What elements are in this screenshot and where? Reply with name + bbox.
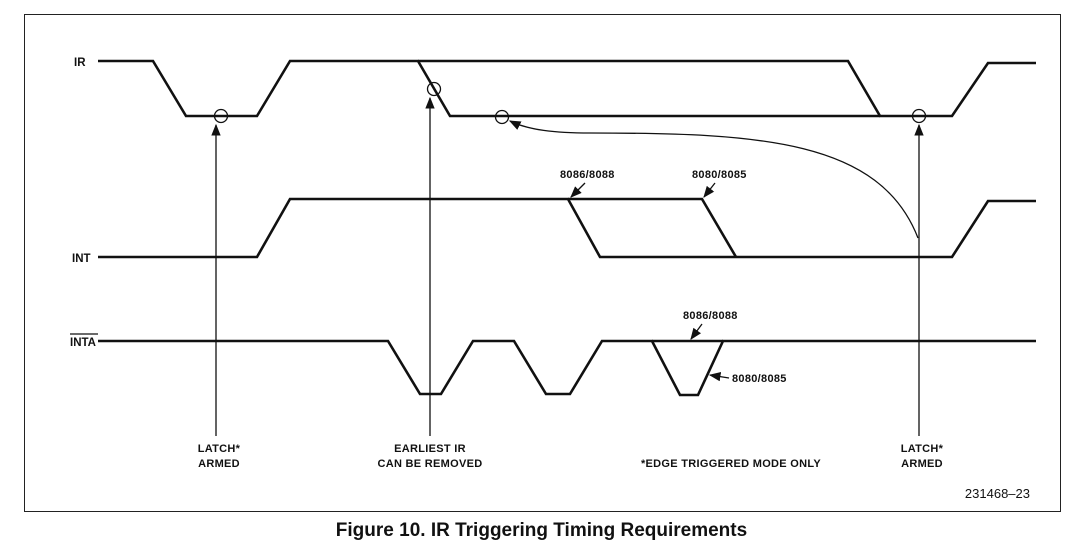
- latch-armed-right-line2: ARMED: [901, 458, 943, 470]
- earliest-ir-line1: EARLIEST IR: [394, 443, 466, 455]
- earliest-ir-line2: CAN BE REMOVED: [377, 458, 482, 470]
- int-8080-label: 8080/8085: [692, 169, 747, 181]
- int-fall-reference-marker: [494, 109, 510, 125]
- int-8080-pointer: [703, 182, 716, 198]
- int-8086-label: 8086/8088: [560, 169, 615, 181]
- int-8086-pointer: [570, 182, 586, 198]
- int-waveform: [98, 197, 1036, 259]
- inta-signal-label: INTA: [70, 337, 96, 349]
- latch-armed-left-line1: LATCH*: [198, 443, 241, 455]
- ir-waveform-late-edge: [418, 59, 1036, 118]
- latch-armed-right-line1: LATCH*: [901, 443, 944, 455]
- ir-signal-label: IR: [74, 57, 86, 69]
- int-to-ir-curved-arrow: [508, 120, 919, 239]
- int-signal-label: INT: [72, 253, 91, 265]
- ir-waveform: [98, 59, 880, 118]
- latch-armed-right-marker: [911, 108, 927, 124]
- edge-triggered-note: *EDGE TRIGGERED MODE ONLY: [641, 458, 821, 470]
- inta-8086-pointer: [690, 323, 703, 340]
- inta-waveform: [98, 339, 1036, 397]
- figure-frame: [24, 14, 1061, 512]
- earliest-ir-marker: [426, 81, 442, 97]
- inta-8086-label: 8086/8088: [683, 310, 738, 322]
- latch-armed-left-line2: ARMED: [198, 458, 240, 470]
- inta-8080-pointer: [708, 372, 730, 382]
- inta-8080-label: 8080/8085: [732, 373, 787, 385]
- int-waveform-8080-edge: [568, 197, 738, 258]
- latch-armed-left-marker: [213, 108, 229, 124]
- figure-id: 231468–23: [965, 486, 1030, 501]
- figure-caption: Figure 10. IR Triggering Timing Requirem…: [335, 520, 748, 541]
